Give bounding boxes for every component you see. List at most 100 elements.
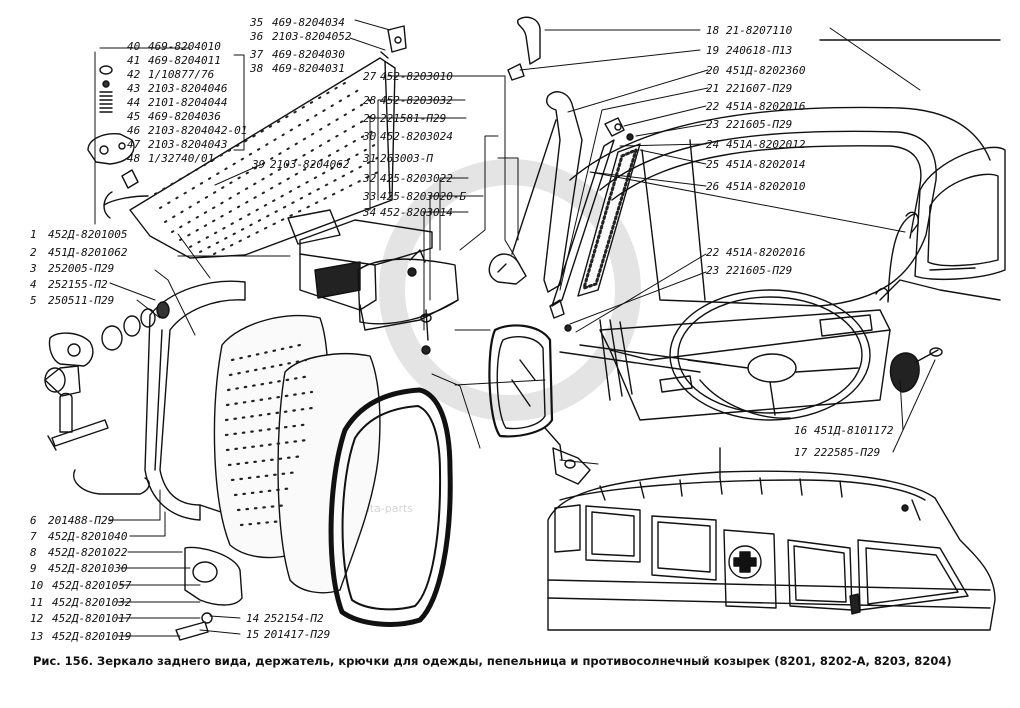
callout-no: 31 (362, 152, 376, 165)
callout-no: 41 (127, 54, 140, 67)
watermark: data-parts (356, 159, 641, 515)
callout-part: 451Д-8101172 (814, 424, 894, 437)
callout-no: 28 (363, 94, 377, 107)
callout-no: 42 (127, 68, 141, 81)
callout-part: 452Д-8201022 (48, 546, 128, 559)
callout-no: 23 (706, 118, 719, 131)
callout-no: 9 (30, 562, 37, 575)
callout-no: 22 (706, 246, 720, 259)
callout-part: 2101-8204044 (148, 96, 227, 109)
callout-no: 45 (127, 110, 140, 123)
callout-part: 451Д-8201062 (48, 246, 128, 259)
callout-part: 452Д-8201030 (48, 562, 128, 575)
callout-part: 1/32740/01 (148, 152, 214, 165)
rear-view-mirror (488, 324, 591, 485)
callout-part: 221607-П29 (726, 82, 792, 95)
visor-hinge-parts (44, 301, 243, 641)
callout-part: 451А-8202016 (726, 246, 806, 259)
callout-part: 451А-8202016 (726, 100, 806, 113)
callout-no: 13 (30, 630, 43, 643)
callout-no: 6 (30, 514, 37, 527)
watermark-text: data-parts (356, 502, 413, 515)
callout-no: 24 (706, 138, 719, 151)
callout-part: 452-8203032 (380, 94, 453, 107)
grab-handle-long (488, 91, 583, 293)
callout-no: 16 (794, 424, 808, 437)
side-mirror-small (889, 347, 943, 393)
callout-part: 452-8203024 (380, 130, 453, 143)
visor-perforation (224, 343, 314, 527)
clothes-hook (87, 65, 149, 219)
callout-no: 29 (363, 112, 376, 125)
callout-part: 452-8203014 (380, 206, 453, 219)
callout-no: 20 (706, 64, 720, 77)
figure-caption: Рис. 156. Зеркало заднего вида, держател… (33, 654, 952, 668)
hook-bracket-top (380, 25, 407, 59)
callout-part: 469-8204036 (148, 110, 221, 123)
callout-no: 22 (706, 100, 720, 113)
callout-no: 7 (30, 530, 37, 543)
callout-no: 38 (249, 62, 264, 75)
leader-lines (94, 19, 936, 637)
callout-part: 250511-П29 (48, 294, 114, 307)
callout-part: 469-8204010 (148, 40, 221, 53)
headliner-panel (129, 57, 396, 259)
callout-no: 27 (363, 70, 377, 83)
ashtray (287, 209, 459, 355)
callout-part: 252154-П2 (264, 612, 324, 625)
callout-part: 221581-П29 (380, 112, 446, 125)
callout-part: 222585-П29 (814, 446, 880, 459)
callout-no: 44 (127, 96, 140, 109)
callout-part: 21-8207110 (726, 24, 793, 37)
callout-no: 21 (706, 82, 719, 95)
callout-part: 469-8204031 (272, 62, 345, 75)
callout-no: 8 (30, 546, 37, 559)
grab-handle-upper (507, 16, 541, 81)
callout-no: 4 (30, 278, 37, 291)
callout-no: 3 (29, 262, 37, 275)
callout-no: 1 (30, 228, 37, 241)
callout-no: 2 (30, 246, 37, 259)
callout-no: 46 (127, 124, 141, 137)
callout-part: 425-8203020-Б (380, 190, 466, 203)
callout-part: 451А-8202010 (726, 180, 806, 193)
callout-no: 35 (249, 16, 263, 29)
callout-no: 37 (249, 48, 264, 61)
callout-part: 263003-П (380, 152, 433, 165)
callout-part: 2103-8204062 (270, 158, 350, 171)
callout-part: 2103-8204046 (148, 82, 228, 95)
callout-part: 2103-8204043 (148, 138, 227, 151)
callout-no: 33 (362, 190, 376, 203)
headliner-perforation (154, 79, 383, 255)
callout-no: 15 (246, 628, 259, 641)
callout-part: 240618-П13 (726, 44, 792, 57)
callout-part: 452Д-8201005 (48, 228, 127, 241)
side-window-and-door (879, 146, 1006, 303)
callout-part: 451А-8202014 (726, 158, 805, 171)
callout-no: 47 (127, 138, 141, 151)
callout-part: 452Д-8201017 (52, 612, 132, 625)
callout-part: 452Д-8201032 (52, 596, 132, 609)
callout-part: 469-8204034 (272, 16, 345, 29)
callout-no: 30 (362, 130, 377, 143)
callout-part: 1/10877/76 (148, 68, 215, 81)
callouts-mirror-group: 16 451Д-8101172 17 222585-П29 (794, 424, 894, 459)
callout-part: 252155-П2 (48, 278, 108, 291)
callout-no: 17 (794, 446, 808, 459)
callout-no: 18 (706, 24, 720, 37)
callout-part: 452-8203010 (380, 70, 453, 83)
callout-no: 23 (706, 264, 719, 277)
callout-no: 26 (706, 180, 720, 193)
callout-part: 451А-8202012 (726, 138, 806, 151)
callout-part: 221605-П29 (726, 118, 792, 131)
callout-part: 452Д-8201019 (52, 630, 131, 643)
callout-part: 451Д-8202360 (726, 64, 806, 77)
callout-no: 34 (362, 206, 376, 219)
callout-part: 201488-П29 (48, 514, 114, 527)
